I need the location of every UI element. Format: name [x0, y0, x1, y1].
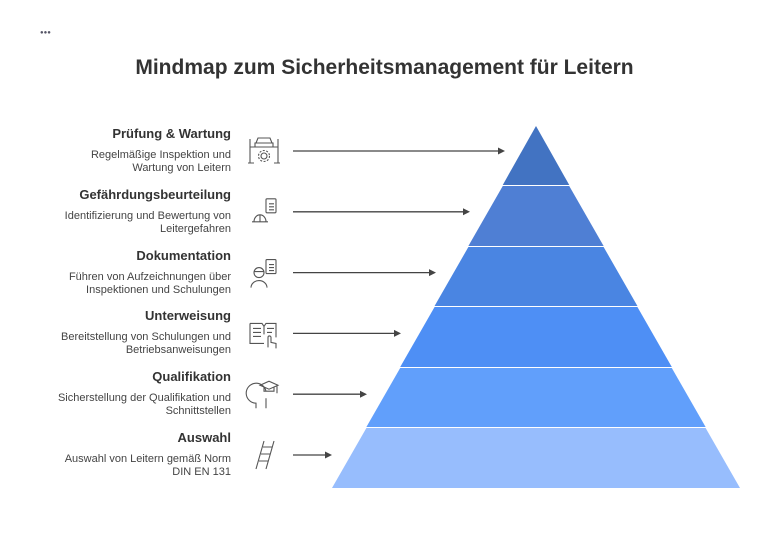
level-title: Prüfung & Wartung	[112, 126, 231, 141]
ladder-icon	[255, 440, 275, 470]
level-title: Auswahl	[177, 430, 231, 445]
description-line: Bereitstellung von Schulungen und	[60, 331, 231, 344]
book-hand-icon	[249, 322, 277, 349]
arrow-head	[394, 329, 401, 337]
description-line: Regelmäßige Inspektion und	[90, 149, 231, 161]
level-item: Unterweisung Bereitstellung von Schulung…	[61, 308, 231, 357]
description-line: DIN EN 131	[172, 466, 231, 478]
arrow-head	[325, 451, 332, 459]
level-title: Gefährdungsbeurteilung	[79, 186, 231, 202]
hardhat-checklist-icon	[252, 198, 277, 223]
arrow-head	[360, 390, 367, 398]
description-line: Identifizierung und Bewertung von	[64, 209, 231, 222]
pyramid-layer-3	[434, 247, 638, 306]
level-item: Gefährdungsbeurteilung Identifizierung u…	[65, 187, 231, 236]
arrow-head	[463, 208, 470, 216]
description-line: Leitergefahren	[160, 222, 231, 235]
page-title: Mindmap zum Sicherheitsmanagement für Le…	[135, 56, 634, 79]
description-line: Auswahl von Leitern gemäß Norm	[64, 453, 231, 465]
arrow-head	[498, 147, 505, 155]
car-lift-gear-icon	[248, 137, 280, 164]
arrow-head	[429, 269, 436, 277]
pyramid-layer-2	[468, 186, 604, 246]
level-item: Prüfung & Wartung Regelmäßige Inspektion…	[91, 126, 231, 175]
description-line: Führen von Aufzeichnungen über	[68, 270, 231, 283]
worker-checklist-icon	[250, 259, 277, 288]
pyramid-layer-5	[366, 368, 706, 427]
level-item: Dokumentation Führen von Aufzeichnungen …	[69, 248, 231, 297]
pyramid-layer-1	[502, 126, 570, 185]
level-title: Qualifikation	[152, 369, 231, 385]
logo: ●●●	[40, 30, 51, 36]
description-line: Sicherstellung der Qualifikation und	[57, 392, 231, 405]
level-title: Unterweisung	[145, 308, 231, 324]
description-line: Betriebsanweisungen	[125, 344, 231, 357]
description-line: Inspektionen und Schulungen	[86, 283, 231, 296]
level-item: Qualifikation Sicherstellung der Qualifi…	[58, 369, 231, 418]
description-line: Schnittstellen	[165, 405, 231, 418]
pyramid-layer-6	[332, 428, 740, 488]
head-graduation-cap-icon	[245, 380, 280, 409]
description-line: Wartung von Leitern	[132, 162, 231, 174]
pyramid-layer-4	[400, 307, 672, 367]
level-title: Dokumentation	[136, 247, 231, 263]
